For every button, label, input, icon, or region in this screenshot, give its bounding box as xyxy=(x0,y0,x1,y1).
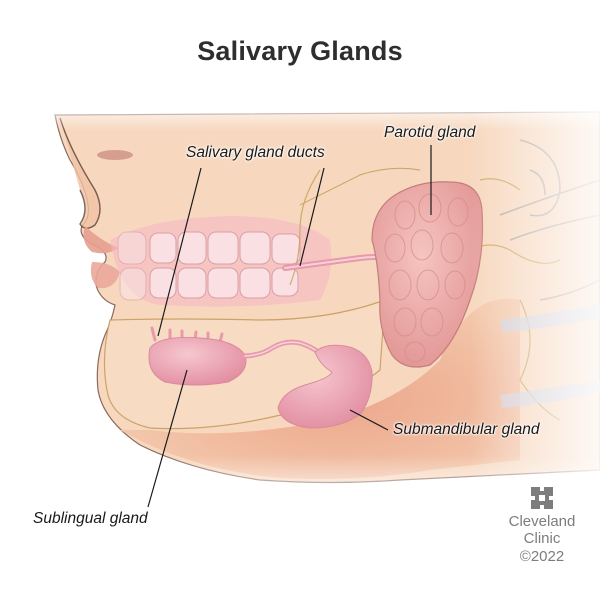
label-submandibular-gland: Submandibular gland xyxy=(393,421,540,438)
sublingual-gland xyxy=(148,337,247,386)
submandibular-gland xyxy=(277,344,373,429)
copyright: ©2022 xyxy=(519,548,565,565)
cleveland-clinic-logo: Cleveland Clinic ©2022 xyxy=(506,487,578,567)
label-salivary-gland-ducts: Salivary gland ducts xyxy=(186,144,325,161)
lower-lip xyxy=(90,262,120,289)
leader-submandibular xyxy=(349,409,389,431)
label-sublingual-gland: Sublingual gland xyxy=(33,510,148,527)
leader-ducts-right xyxy=(299,167,325,267)
parotid-lobules xyxy=(384,193,469,363)
leader-sublingual xyxy=(147,369,188,508)
logo-line-2: Clinic xyxy=(523,530,561,547)
upper-lip xyxy=(83,226,118,254)
nostril xyxy=(97,150,133,160)
leader-ducts-left xyxy=(157,167,202,337)
nose xyxy=(59,117,101,229)
parotid-gland xyxy=(371,181,484,368)
logo-line-1: Cleveland xyxy=(508,513,576,530)
teeth xyxy=(117,231,301,301)
cleveland-clinic-cross-icon xyxy=(531,487,553,509)
page-title: Salivary Glands xyxy=(197,36,403,66)
label-parotid-gland: Parotid gland xyxy=(384,124,476,141)
leader-lines xyxy=(147,145,432,508)
neck-shadow xyxy=(120,298,520,479)
